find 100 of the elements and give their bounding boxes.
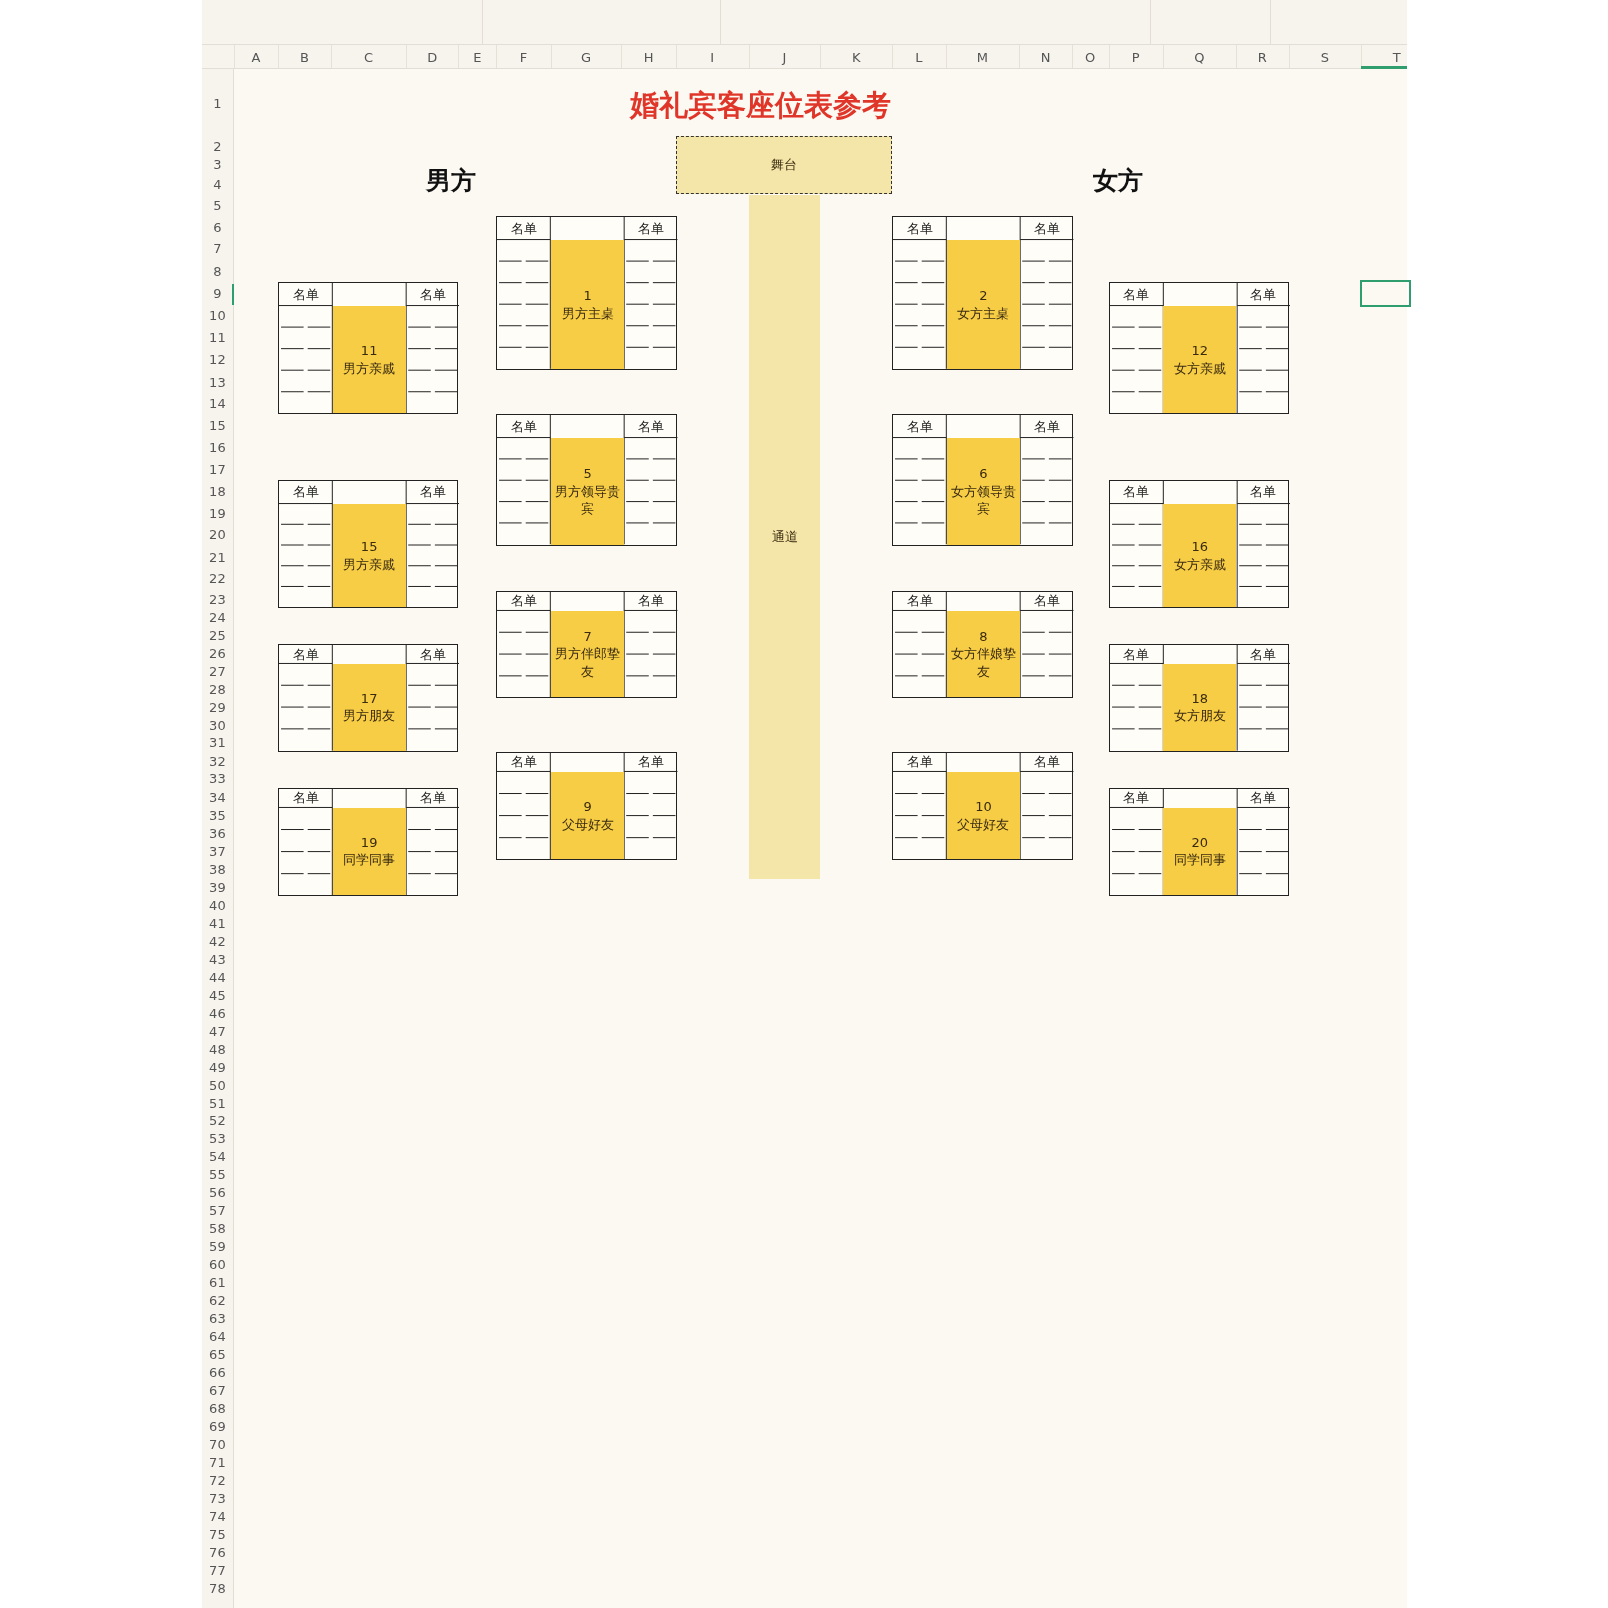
seating-table bbox=[496, 216, 677, 371]
table-number: 11 bbox=[360, 342, 378, 360]
row-number: 23 bbox=[208, 592, 227, 606]
row-number: 12 bbox=[208, 352, 227, 366]
row-number: 16 bbox=[208, 441, 227, 455]
table-number: 5 bbox=[583, 465, 592, 483]
row-number: 18 bbox=[208, 485, 227, 499]
row-number: 24 bbox=[208, 611, 227, 625]
seating-table bbox=[1108, 787, 1290, 897]
row-number: 77 bbox=[208, 1564, 227, 1578]
row-number: 56 bbox=[208, 1186, 227, 1200]
row-number: 50 bbox=[208, 1078, 227, 1092]
row-number: 36 bbox=[208, 826, 227, 840]
name-list-header: 名单 bbox=[510, 417, 538, 436]
column-letter: C bbox=[363, 49, 375, 68]
table-number: 7 bbox=[583, 627, 592, 646]
guest-group: 女方伴娘挚友 bbox=[948, 645, 1019, 681]
row-number: 10 bbox=[208, 308, 227, 322]
name-list-header: 名单 bbox=[291, 789, 320, 808]
row-number: 22 bbox=[208, 572, 227, 586]
name-list-header: 名单 bbox=[637, 592, 666, 611]
seating-table bbox=[892, 751, 1073, 861]
name-list-header: 名单 bbox=[637, 219, 666, 238]
row-number: 75 bbox=[208, 1528, 227, 1542]
guest-group: 男方亲戚 bbox=[343, 555, 396, 574]
seating-table bbox=[496, 590, 677, 699]
name-list-header: 名单 bbox=[418, 645, 447, 664]
row-number: 35 bbox=[208, 809, 227, 823]
row-number: 69 bbox=[208, 1420, 227, 1434]
column-letter: D bbox=[426, 49, 439, 68]
row-number: 21 bbox=[208, 550, 227, 564]
name-list-header: 名单 bbox=[1122, 645, 1151, 664]
row-number: 9 bbox=[212, 287, 223, 301]
table-number: 17 bbox=[360, 689, 378, 708]
name-list-header: 名单 bbox=[1122, 483, 1151, 502]
table-center bbox=[551, 771, 624, 860]
row-number: 14 bbox=[208, 397, 227, 411]
table-number: 16 bbox=[1191, 538, 1209, 556]
table-number: 12 bbox=[1191, 342, 1209, 360]
seating-table bbox=[277, 479, 459, 609]
column-letter: G bbox=[580, 49, 593, 68]
table-center bbox=[947, 771, 1020, 860]
guest-group: 父母好友 bbox=[561, 815, 614, 834]
row-number: 43 bbox=[208, 952, 227, 966]
seating-table bbox=[496, 414, 677, 546]
row-number: 11 bbox=[208, 331, 227, 345]
name-list-header: 名单 bbox=[1249, 645, 1278, 664]
row-number: 31 bbox=[208, 736, 227, 750]
name-list-header: 名单 bbox=[291, 285, 320, 304]
guest-group: 男方亲戚 bbox=[343, 359, 396, 378]
row-number: 25 bbox=[208, 628, 227, 642]
stage bbox=[675, 136, 893, 194]
row-number: 42 bbox=[208, 934, 227, 948]
table-center bbox=[1163, 306, 1237, 414]
name-list-header: 名单 bbox=[1249, 789, 1278, 808]
name-list-header: 名单 bbox=[905, 417, 934, 436]
row-number: 32 bbox=[208, 754, 227, 768]
column-letter: O bbox=[1084, 49, 1097, 68]
row-number: 41 bbox=[208, 916, 227, 930]
seating-table bbox=[1108, 644, 1290, 752]
row-number: 46 bbox=[208, 1006, 227, 1020]
guest-group: 男方主桌 bbox=[561, 304, 614, 323]
table-center bbox=[332, 807, 406, 896]
guest-group: 父母好友 bbox=[957, 815, 1010, 834]
name-list-header: 名单 bbox=[510, 219, 538, 238]
name-list-header: 名单 bbox=[905, 219, 934, 238]
name-list-header: 名单 bbox=[1249, 285, 1278, 304]
row-number: 4 bbox=[212, 177, 223, 191]
row-number: 47 bbox=[208, 1024, 227, 1038]
row-number: 71 bbox=[208, 1456, 227, 1470]
row-number: 76 bbox=[208, 1546, 227, 1560]
table-number: 19 bbox=[360, 833, 378, 852]
row-number: 66 bbox=[208, 1366, 227, 1380]
row-number: 8 bbox=[212, 264, 223, 278]
table-center bbox=[1163, 807, 1237, 896]
seating-table bbox=[496, 751, 677, 861]
name-list-header: 名单 bbox=[1033, 417, 1061, 436]
row-number: 6 bbox=[212, 220, 223, 234]
row-number: 57 bbox=[208, 1204, 227, 1218]
name-list-header: 名单 bbox=[905, 753, 934, 772]
row-number: 62 bbox=[208, 1294, 227, 1308]
row-number: 61 bbox=[208, 1276, 227, 1290]
row-number: 37 bbox=[208, 845, 227, 859]
row-number: 54 bbox=[208, 1150, 227, 1164]
row-number: 15 bbox=[208, 418, 227, 432]
table-number: 6 bbox=[979, 465, 988, 483]
row-number: 30 bbox=[208, 719, 227, 733]
column-letter: H bbox=[642, 49, 655, 68]
guest-group: 男方朋友 bbox=[343, 707, 396, 725]
row-number: 45 bbox=[208, 988, 227, 1002]
name-list-header: 名单 bbox=[418, 285, 447, 304]
row-number: 72 bbox=[208, 1474, 227, 1488]
row-number: 39 bbox=[208, 881, 227, 895]
aisle-label: 通道 bbox=[771, 528, 798, 547]
side-heading: 男方 bbox=[424, 165, 478, 198]
table-center bbox=[332, 504, 406, 608]
row-number: 59 bbox=[208, 1240, 227, 1254]
name-list-header: 名单 bbox=[418, 789, 447, 808]
row-number: 64 bbox=[208, 1330, 227, 1344]
table-number: 9 bbox=[583, 797, 592, 816]
